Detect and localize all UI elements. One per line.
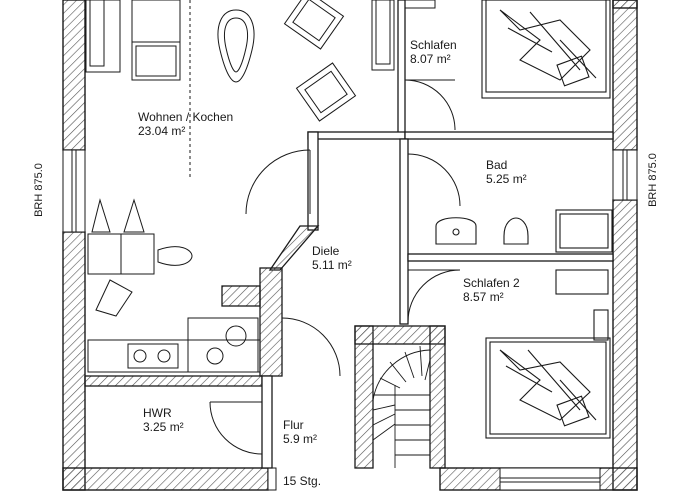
wall-top-right [612, 0, 638, 9]
wall-flur-stairs [354, 325, 374, 469]
armchair-bottom [295, 62, 357, 122]
wall-bad-schlafen2 [407, 253, 614, 262]
wall-top-diele [307, 131, 406, 140]
room-label-schlafen2: Schlafen 2 8.57 m² [463, 276, 520, 304]
wall-diele-left-lower [259, 267, 283, 377]
room-label-diele: Diele 5.11 m² [312, 244, 352, 272]
window-bottom-left [267, 467, 277, 491]
window-right [612, 149, 638, 201]
window-top-schlafen [404, 0, 436, 9]
wall-kitchen-block [221, 285, 261, 307]
room-name: Diele [312, 244, 340, 258]
room-name: Bad [486, 158, 508, 172]
room-name: Schlafen [410, 38, 457, 52]
window-bottom-right [499, 467, 601, 491]
windows [62, 0, 638, 491]
bathroom-fixtures [435, 209, 613, 253]
room-area: 8.07 m² [410, 52, 451, 66]
washbasin [435, 217, 477, 245]
room-label-bad: Bad 5.25 m² [486, 158, 527, 186]
wall-left-top [62, 0, 86, 151]
bed-schlafen2 [485, 269, 611, 439]
interior-walls [84, 0, 614, 469]
wall-hwr-top [84, 375, 263, 387]
wall-hwr-flur [261, 375, 273, 469]
room-name: HWR [143, 406, 172, 420]
room-area: 5.25 m² [486, 172, 527, 186]
wall-stairs-right [429, 325, 446, 469]
room-area: 23.04 m² [138, 124, 186, 138]
kitchen-counter [87, 339, 261, 373]
room-area: 5.9 m² [283, 432, 318, 446]
shower [555, 209, 613, 253]
wall-schlafen-bad [404, 131, 614, 140]
toilet [503, 217, 529, 245]
room-name: Schlafen 2 [463, 276, 520, 290]
wall-wohnen-schlafen [397, 0, 406, 139]
armchair-top [283, 0, 345, 50]
sofa [85, 0, 121, 73]
wall-left-bottom [62, 231, 86, 491]
room-label-flur: Flur 5.9 m² [283, 418, 317, 446]
wall-diele-right [399, 138, 409, 325]
bed-schlafen [481, 0, 611, 99]
stairs-label: 15 Stg. [283, 474, 322, 488]
wall-bottom-left [62, 467, 269, 491]
window-note-right: BRH 875.0 [646, 153, 659, 207]
room-label-schlafen: Schlafen 8.07 m² [410, 38, 457, 66]
window-note-left: BRH 875.0 [32, 163, 45, 217]
window-left [62, 149, 86, 233]
room-label-hwr: HWR 3.25 m² [143, 406, 184, 434]
room-label-wohnen: Wohnen / Kochen 23.04 m² [138, 110, 233, 138]
room-name: Wohnen / Kochen [138, 110, 234, 124]
room-name: Flur [283, 418, 304, 432]
oval-table [217, 9, 255, 83]
doors [209, 79, 461, 455]
staircase [372, 345, 431, 468]
wall-right-bottom [612, 199, 638, 491]
furniture-living [85, 0, 395, 373]
room-area: 5.11 m² [312, 258, 352, 272]
room-area: 3.25 m² [143, 420, 184, 434]
wall-right-top [612, 0, 638, 151]
cabinet [131, 0, 181, 81]
wall-diagonal [268, 225, 320, 271]
room-area: 8.57 m² [463, 290, 504, 304]
